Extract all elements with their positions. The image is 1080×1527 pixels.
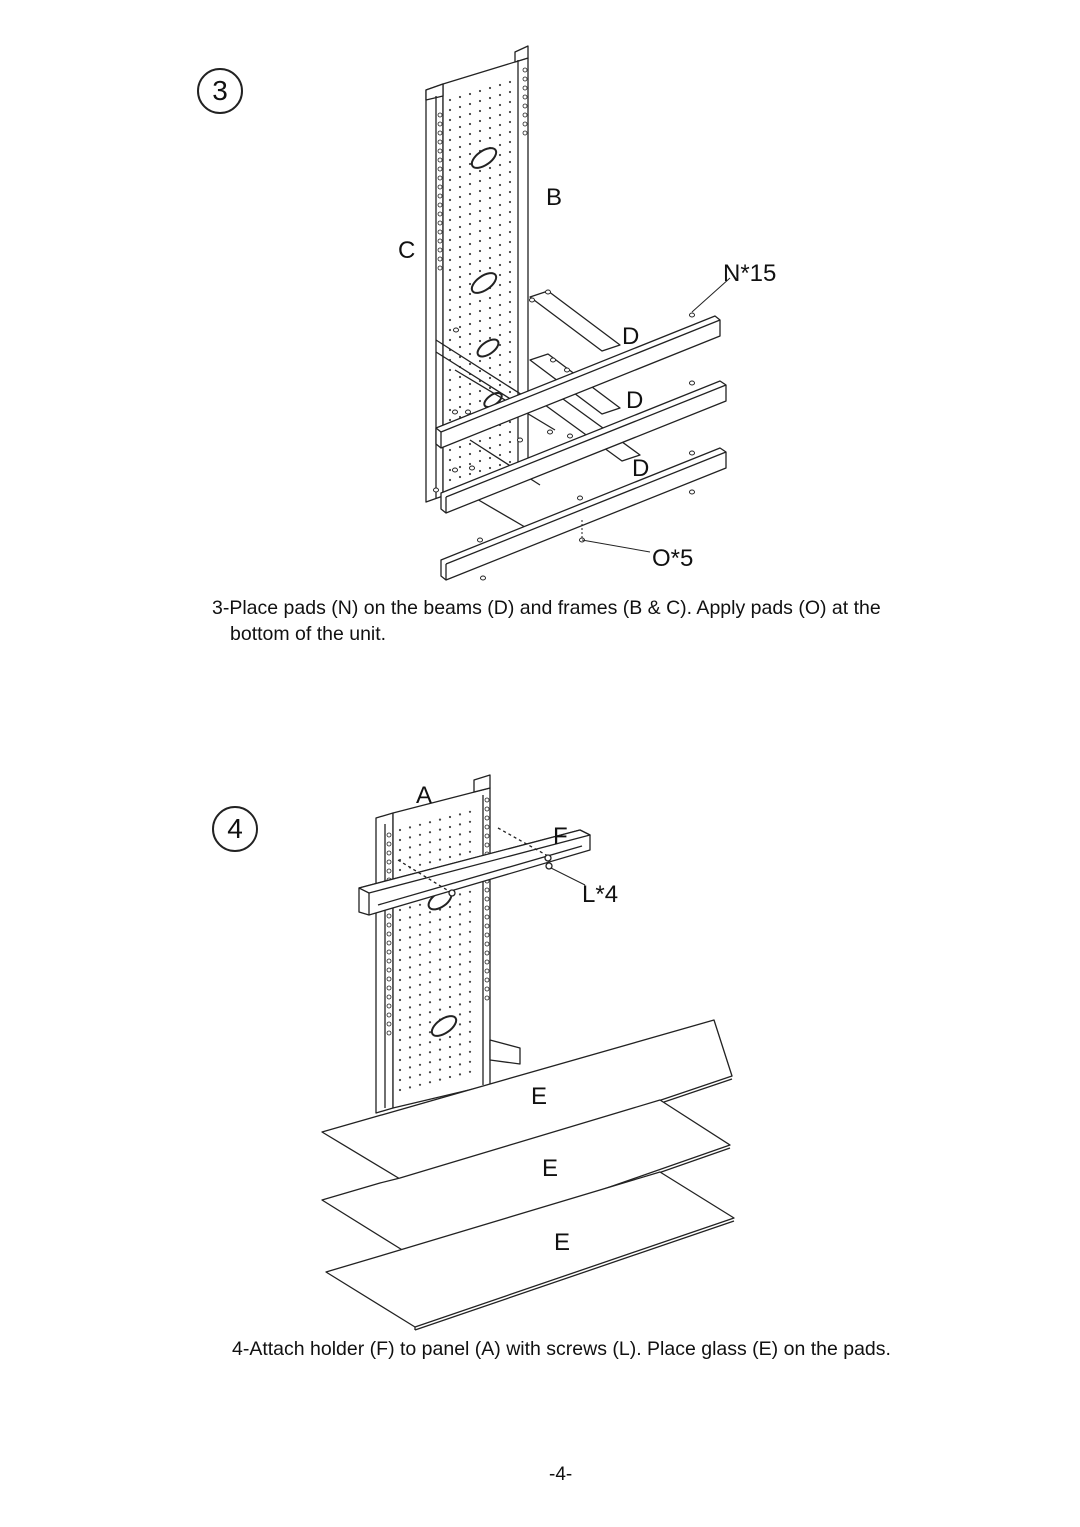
leader-n bbox=[691, 277, 731, 313]
leader-o bbox=[581, 539, 651, 553]
step-3-caption-line-2: bottom of the unit. bbox=[230, 623, 387, 645]
label-d-1: D bbox=[622, 323, 640, 350]
label-e-3: E bbox=[554, 1229, 571, 1256]
beam-d-bottom bbox=[440, 447, 727, 581]
page-number: -4- bbox=[549, 1464, 573, 1485]
label-a: A bbox=[416, 782, 433, 809]
label-c: C bbox=[398, 237, 416, 264]
beam-d-top bbox=[435, 315, 721, 449]
step-4-number: 4 bbox=[212, 806, 258, 852]
holder-f-illustration bbox=[358, 827, 591, 916]
label-d-3: D bbox=[632, 455, 650, 482]
base-rails-illustration bbox=[454, 290, 641, 531]
panel-a-illustration bbox=[375, 774, 521, 1114]
panel-perforation-pattern bbox=[398, 810, 472, 1092]
label-d-2: D bbox=[626, 387, 644, 414]
label-b: B bbox=[546, 184, 563, 211]
step-4-number-text: 4 bbox=[227, 813, 243, 844]
beam-d-middle bbox=[440, 380, 727, 514]
label-n: N*15 bbox=[723, 260, 777, 287]
step-4-caption: 4-Attach holder (F) to panel (A) with sc… bbox=[232, 1338, 891, 1360]
label-e-1: E bbox=[531, 1083, 548, 1110]
step-3-number: 3 bbox=[197, 68, 243, 114]
step-3-number-text: 3 bbox=[212, 75, 228, 106]
label-f: F bbox=[553, 823, 568, 850]
step-3-caption-line-1: 3-Place pads (N) on the beams (D) and fr… bbox=[212, 597, 881, 619]
label-o: O*5 bbox=[652, 545, 694, 572]
label-l: L*4 bbox=[582, 881, 619, 908]
glass-shelf-e-bottom bbox=[325, 1171, 735, 1331]
pads-n-illustration bbox=[433, 289, 695, 581]
step-3-caption: 3-Place pads (N) on the beams (D) and fr… bbox=[212, 595, 1032, 647]
label-e-2: E bbox=[542, 1155, 559, 1182]
